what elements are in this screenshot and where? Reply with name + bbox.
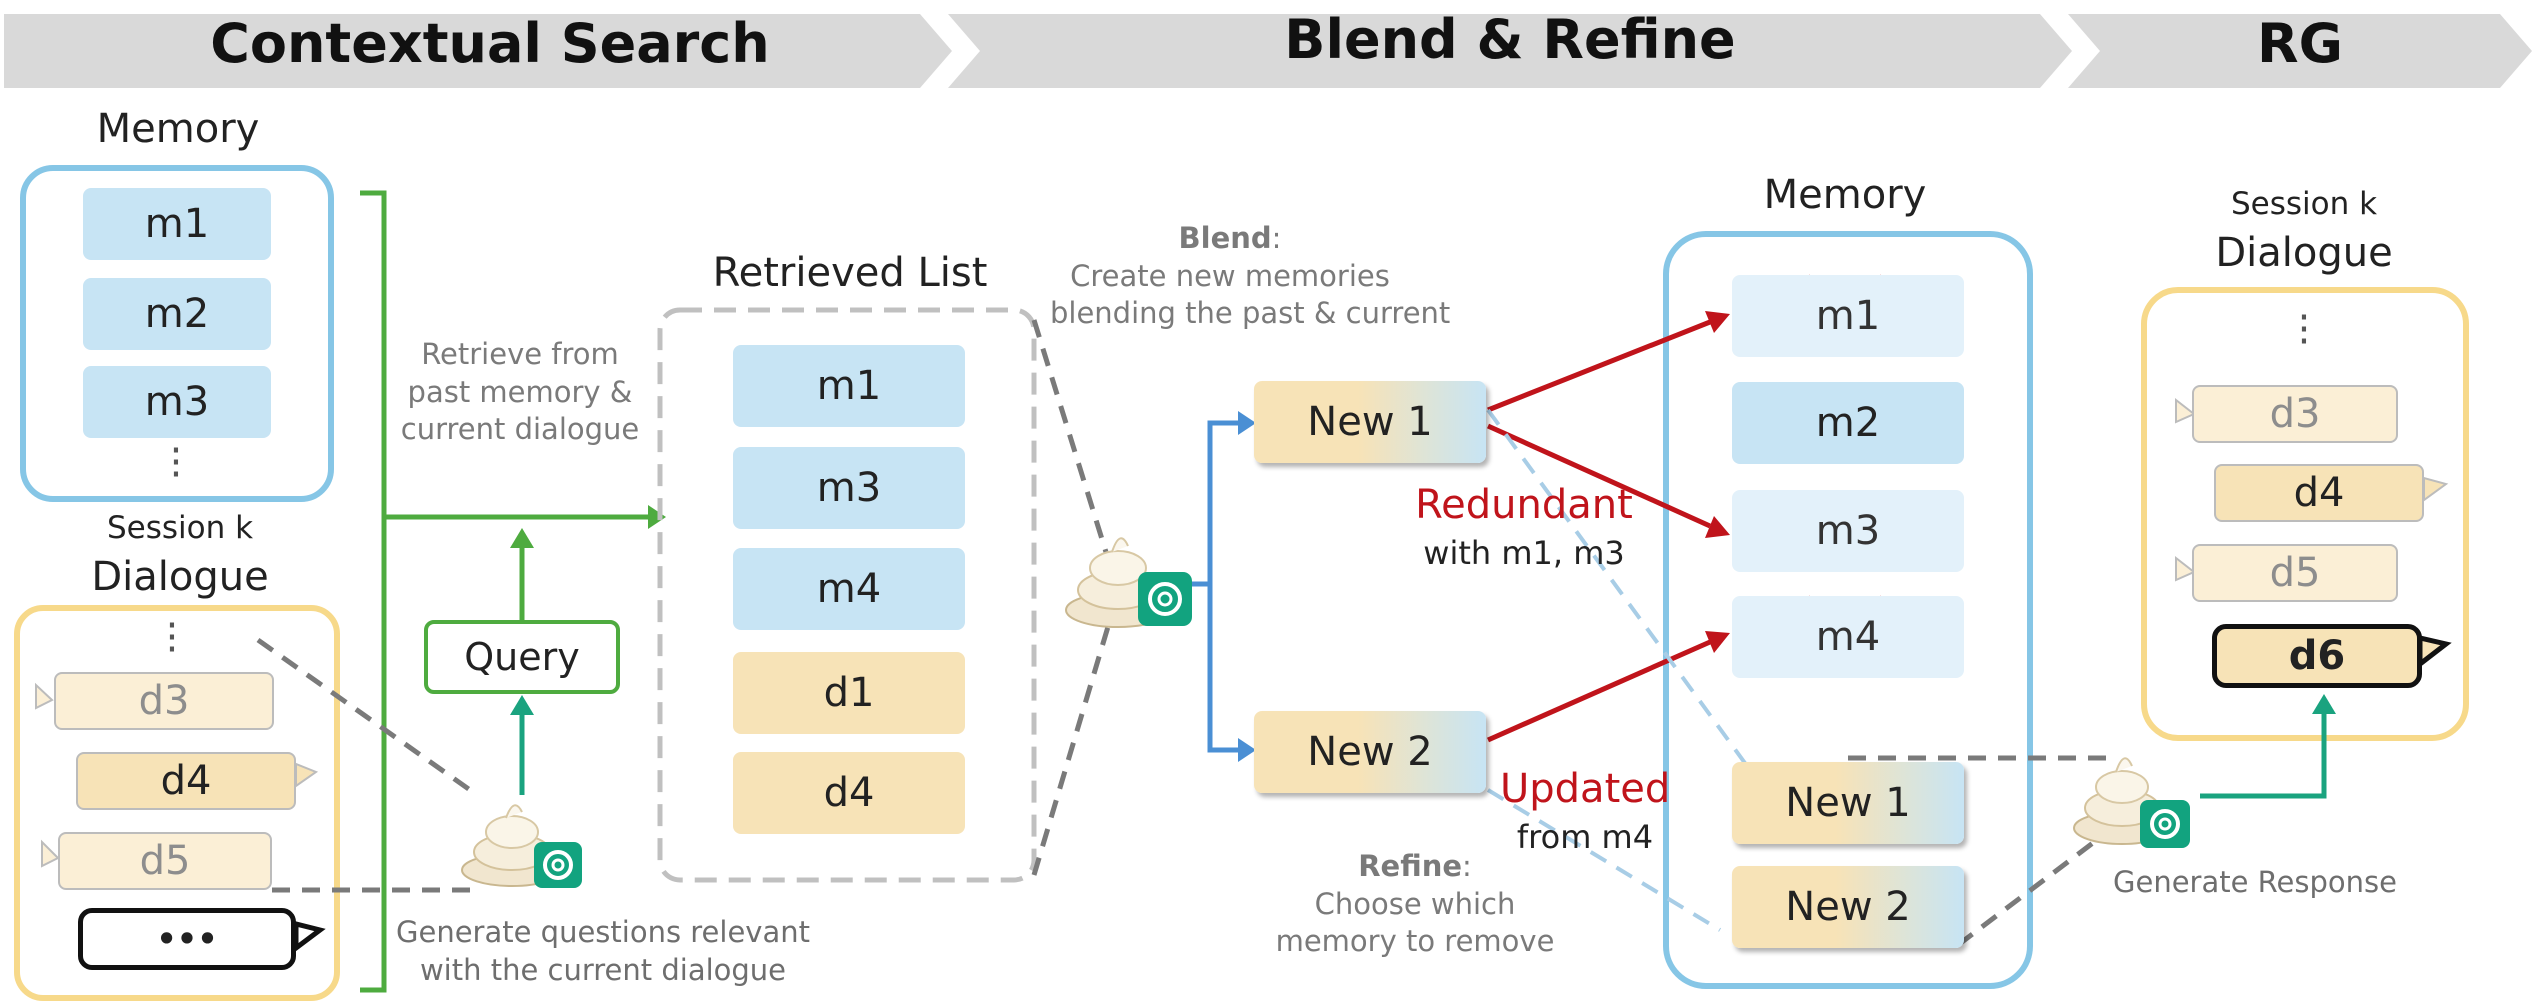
redundant-with-label: with m1, m3 [1423,534,1625,572]
rg-dialogue-ellipsis: ··· [2297,295,2311,365]
left-dialogue-title: Dialogue [91,554,269,600]
redundant-label: Redundant [1415,482,1633,528]
query-box: Query [424,620,620,694]
left-memory-frame [20,165,334,502]
green-bracket [360,190,387,993]
new-memory-1: New 1 [1254,381,1486,463]
rg-dialogue-title: Dialogue [2215,230,2393,276]
left-dialogue-bubble-d3: d3 [54,672,274,730]
left-memory-ellipsis: ··· [169,428,183,498]
right-memory-title: Memory [1763,172,1927,218]
new-memory-2: New 2 [1254,711,1486,793]
blend-note: Blend: Create new memories blending the … [1050,221,1451,331]
right-memory-new-1: New 1 [1732,762,1964,844]
rg-session-label: Session k [2230,186,2378,222]
retrieved-item-m3: m3 [733,447,965,529]
cream-icon-left [456,790,586,890]
retrieve-note: Retrieve from past memory & current dial… [400,337,640,447]
left-dialogue-ellipsis: ··· [165,603,179,673]
stage-label-contextual-search: Contextual Search [210,12,770,75]
right-memory-item-m3: m3 [1732,490,1964,572]
left-memory-title: Memory [96,106,260,152]
rg-dialogue-bubble-d4: d4 [2214,464,2424,522]
left-memory-item-m2: m2 [83,278,271,350]
right-memory-new-2: New 2 [1732,866,1964,948]
stage-label-rg: RG [2257,12,2343,75]
retrieved-item-m1: m1 [733,345,965,427]
cream-icon-right [2070,742,2200,852]
generate-questions-note: Generate questions relevant with the cur… [396,915,810,987]
left-memory-item-m1: m1 [83,188,271,260]
left-session-label: Session k [106,510,254,546]
retrieved-list-frame [657,307,1037,883]
left-current-turn-bubble: ••• [78,908,296,970]
rg-dialogue-frame [2141,287,2469,741]
cream-icon-middle [1060,520,1200,632]
updated-from-label: from m4 [1516,818,1654,856]
generate-response-note: Generate Response [2113,865,2397,899]
left-memory-item-m3: m3 [83,366,271,438]
stage-chevron-rg [2068,14,2532,88]
left-dialogue-bubble-d5: d5 [58,832,272,890]
retrieved-item-m4: m4 [733,548,965,630]
stage-chevron-contextual-search [4,14,952,88]
left-dialogue-frame [14,605,340,1001]
stage-label-blend-refine: Blend & Refine [1284,8,1736,71]
refine-note: Refine: Choose which memory to remove [1275,849,1555,959]
retrieved-item-d4: d4 [733,752,965,834]
retrieved-list-title: Retrieved List [712,250,988,296]
right-memory-item-m1: m1 [1732,275,1964,357]
right-memory-frame [1663,231,2033,989]
left-dialogue-bubble-d4: d4 [76,752,296,810]
updated-label: Updated [1500,766,1671,812]
rg-dialogue-bubble-d5: d5 [2192,544,2398,602]
rg-response-bubble-d6: d6 [2212,624,2422,688]
right-memory-item-m4: m4 [1732,596,1964,678]
rg-dialogue-bubble-d3: d3 [2192,385,2398,443]
stage-chevron-blend-refine [948,14,2072,88]
retrieved-item-d1: d1 [733,652,965,734]
right-memory-item-m2: m2 [1732,382,1964,464]
